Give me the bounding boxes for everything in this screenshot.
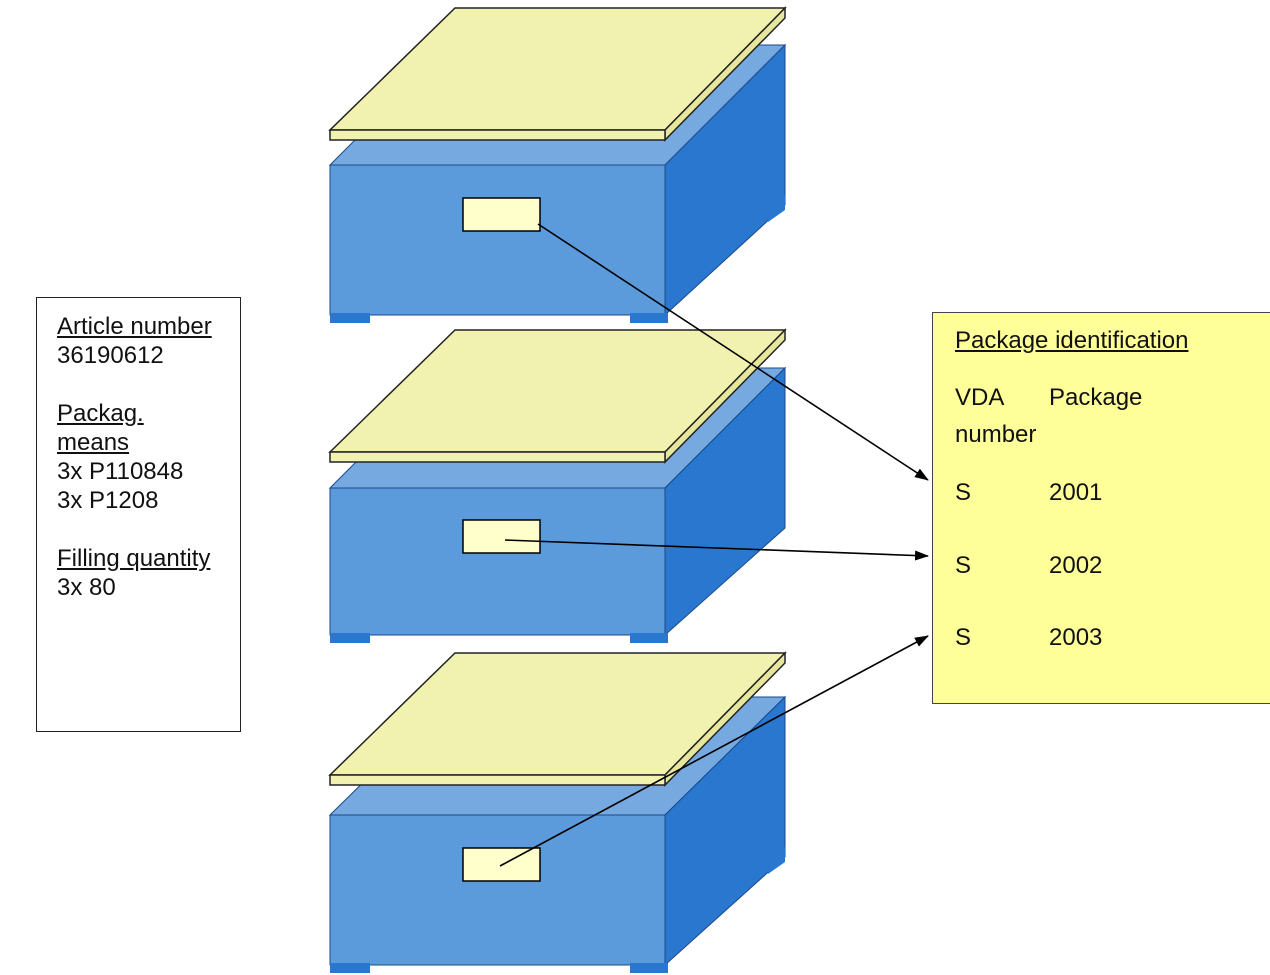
box-1-lid-front xyxy=(329,129,666,141)
row-prefix: S xyxy=(955,624,972,651)
box-1-label xyxy=(462,197,541,232)
box-3-front xyxy=(329,814,666,966)
package-identification-box: Package identification VDA Package numbe… xyxy=(932,312,1270,704)
box-3-lid-front xyxy=(329,774,666,786)
row-package-number: 2002 xyxy=(1049,552,1103,579)
package-box-3 xyxy=(328,651,787,973)
box-1-front xyxy=(329,164,666,316)
header-package: Package xyxy=(1049,384,1143,411)
package-box-2 xyxy=(328,328,787,643)
row-prefix: S xyxy=(955,479,972,506)
box-2-foot-right xyxy=(630,633,668,643)
box-3-foot-left xyxy=(330,963,370,973)
packaging-means-value-2: 3x P1208 xyxy=(57,487,159,514)
header-vda: VDA xyxy=(955,384,1005,411)
box-2-lid-front xyxy=(329,451,666,463)
arrow-box-2-to-2002 xyxy=(504,539,929,561)
row-prefix: S xyxy=(955,552,972,579)
article-info-box: Article number 36190612 Packag. means 3x… xyxy=(36,297,241,732)
header-number: number xyxy=(955,421,1037,448)
box-3-foot-right xyxy=(630,963,668,973)
filling-quantity-label: Filling quantity xyxy=(57,545,211,572)
arrow-box-3-to-2003 xyxy=(499,635,929,867)
box-1-foot-right xyxy=(630,313,668,323)
packaging-means-label-1: Packag. xyxy=(57,400,144,427)
filling-quantity-value: 3x 80 xyxy=(57,574,116,601)
box-1-foot-left xyxy=(330,313,370,323)
box-2-foot-left xyxy=(330,633,370,643)
package-identification-title: Package identification xyxy=(955,327,1189,354)
arrow-box-1-to-2001 xyxy=(537,223,929,481)
packaging-means-value-1: 3x P110848 xyxy=(57,458,184,485)
packaging-means-label-2: means xyxy=(57,429,130,456)
article-number-value: 36190612 xyxy=(57,342,164,369)
row-package-number: 2001 xyxy=(1049,479,1103,506)
box-1-foot-back xyxy=(765,195,785,222)
article-number-label: Article number xyxy=(57,313,212,340)
box-2-front xyxy=(329,487,666,636)
package-box-1 xyxy=(328,6,787,323)
row-package-number: 2003 xyxy=(1049,624,1103,651)
box-2-label xyxy=(462,519,541,554)
box-3-foot-back xyxy=(765,847,785,874)
